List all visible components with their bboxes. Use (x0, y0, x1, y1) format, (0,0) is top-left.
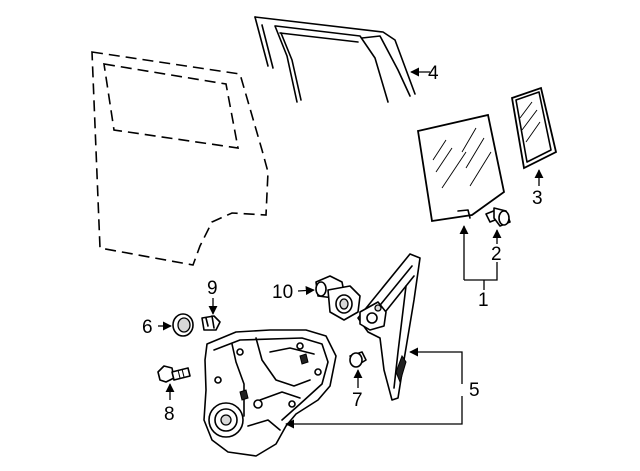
callout-10: 10 (272, 282, 293, 303)
regulator-clip (349, 351, 367, 368)
panel-clip (201, 315, 221, 331)
callout-2: 2 (491, 244, 502, 265)
quarter-glass (510, 86, 558, 170)
window-regulator (357, 253, 421, 401)
callout-6: 6 (142, 317, 153, 338)
glass-run-channel (254, 16, 416, 103)
callout-5: 5 (469, 380, 480, 401)
callout-1: 1 (478, 290, 489, 311)
callout-4: 4 (428, 63, 439, 84)
callout-8: 8 (164, 404, 175, 425)
callout-7: 7 (352, 390, 363, 411)
glass-fastener (485, 207, 511, 227)
leader-lines (158, 67, 544, 429)
grommet (172, 313, 194, 337)
window-motor (315, 275, 361, 321)
callout-labels: 1 2 3 4 5 6 7 8 9 10 (142, 63, 543, 425)
door-shell-outline (91, 51, 269, 266)
door-glass (416, 113, 506, 223)
callout-3: 3 (532, 188, 543, 209)
module-carrier-panel (203, 329, 337, 457)
bolt (157, 365, 191, 383)
callout-9: 9 (207, 278, 218, 299)
